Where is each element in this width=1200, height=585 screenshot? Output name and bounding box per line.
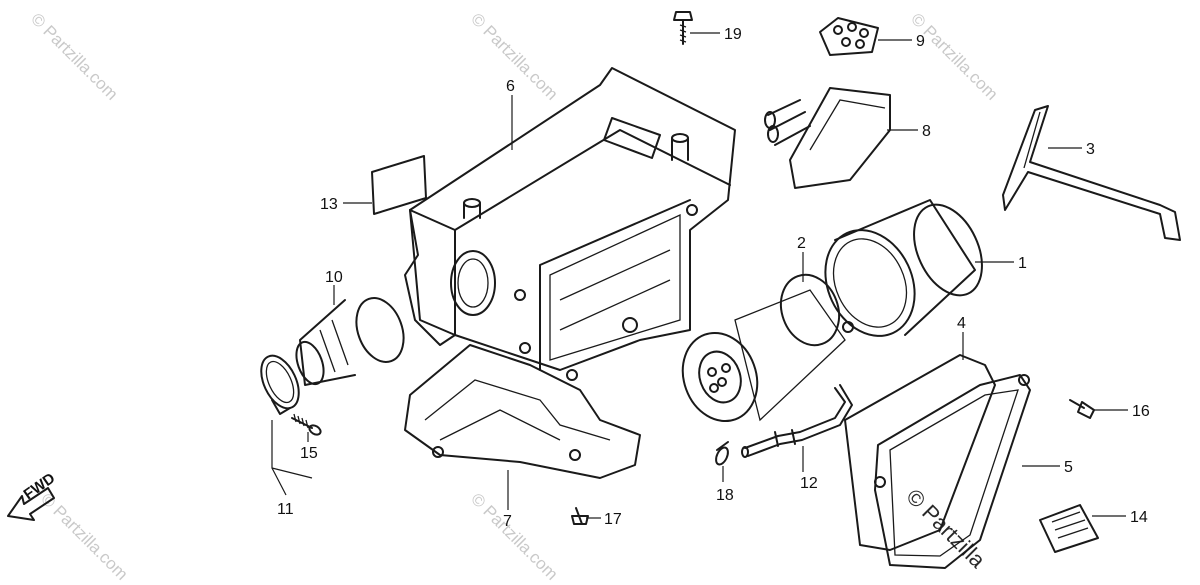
- callout-12: 12: [800, 475, 818, 492]
- callout-18: 18: [716, 487, 734, 504]
- screw-17-part: [571, 507, 589, 525]
- case-bracket-part: [404, 344, 641, 479]
- callout-3: 3: [1086, 141, 1095, 158]
- watermark-1: © Partzilla.com: [27, 9, 121, 103]
- callout-13: 13: [320, 196, 338, 213]
- watermark-5: © Partzilla.com: [467, 489, 561, 583]
- bolt-16-part: [1069, 399, 1095, 419]
- rubber-holder-part: [819, 17, 879, 56]
- case-band-part: [1002, 105, 1181, 241]
- watermark-4: © Partzilla.com: [37, 489, 131, 583]
- callout-6: 6: [506, 78, 515, 95]
- callouts: 19 9 8 3 1 2 4 6 13 10 16 5 14 12 18 17 …: [277, 26, 1150, 530]
- air-cleaner-case-part: [404, 67, 736, 371]
- watermark-3: © Partzilla.com: [907, 9, 1001, 103]
- case-cover-part: [874, 374, 1031, 569]
- inner-element-part: [681, 273, 854, 423]
- callout-10: 10: [325, 269, 343, 286]
- callout-2: 2: [797, 235, 806, 252]
- info-label-part: [1039, 504, 1099, 553]
- drain-tube-part: [741, 384, 853, 458]
- bolt-19-part: [673, 11, 693, 45]
- callout-9: 9: [916, 33, 925, 50]
- outer-element-part: [824, 199, 983, 337]
- callout-19: 19: [724, 26, 742, 43]
- watermark-6: © Partzilla: [901, 484, 990, 573]
- callout-16: 16: [1132, 403, 1150, 420]
- element-holder-part: [764, 87, 891, 189]
- clip-18-part: [715, 441, 729, 466]
- callout-8: 8: [922, 123, 931, 140]
- callout-1: 1: [1018, 255, 1027, 272]
- connecting-tube-part: [295, 297, 405, 386]
- tube-band-part: [260, 354, 300, 415]
- case-packing-part: [844, 354, 996, 551]
- callout-4: 4: [957, 315, 966, 332]
- callout-5: 5: [1064, 459, 1073, 476]
- caution-label-part: [371, 155, 427, 215]
- leader-lines: [271, 32, 1128, 519]
- callout-17: 17: [604, 511, 622, 528]
- screw-15-part: [291, 413, 322, 436]
- callout-11: 11: [277, 501, 294, 518]
- callout-7: 7: [503, 513, 512, 530]
- callout-15: 15: [300, 445, 318, 462]
- callout-14: 14: [1130, 509, 1148, 526]
